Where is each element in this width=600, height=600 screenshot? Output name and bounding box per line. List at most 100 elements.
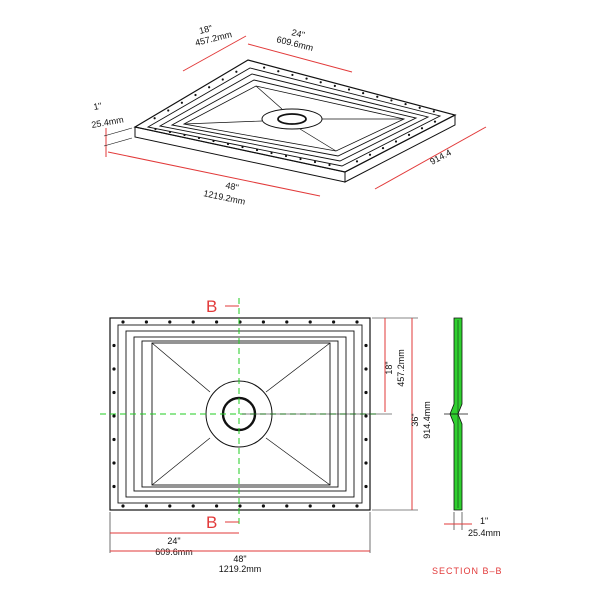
bolt-hole bbox=[433, 120, 437, 123]
section-dim-thickness-inch: 1" bbox=[480, 516, 488, 526]
bolt-hole bbox=[121, 504, 125, 508]
isometric-view: 18" 457.2mm 24" 609.6mm 1" 25.4mm 48" 12… bbox=[91, 23, 487, 207]
bolt-hole bbox=[364, 390, 368, 395]
bolt-hole bbox=[355, 320, 359, 324]
bolt-hole bbox=[332, 504, 336, 508]
bolt-hole bbox=[112, 414, 116, 418]
iso-dim-length-inch: 48" bbox=[225, 180, 240, 193]
bolt-hole bbox=[168, 504, 172, 508]
bolt-hole bbox=[390, 99, 393, 102]
bolt-hole bbox=[255, 148, 259, 152]
bolt-hole bbox=[270, 151, 273, 155]
bolt-hole bbox=[418, 106, 421, 109]
section-marker-top: B bbox=[206, 297, 217, 316]
section-title: SECTION B–B bbox=[432, 566, 503, 576]
plan-dim-depth-mm: 914.4mm bbox=[422, 401, 432, 439]
bolt-hole bbox=[154, 127, 157, 131]
iso-dim-width-mm: 914.4 bbox=[428, 147, 453, 166]
bolt-hole bbox=[291, 73, 294, 77]
bolt-hole bbox=[364, 437, 368, 442]
bolt-hole bbox=[168, 130, 172, 134]
iso-dim-length-line bbox=[107, 151, 321, 197]
bolt-hole bbox=[238, 504, 242, 508]
bolt-hole bbox=[394, 140, 398, 143]
bolt-hole bbox=[112, 461, 116, 465]
bolt-hole bbox=[144, 504, 148, 508]
bolt-hole bbox=[112, 367, 116, 371]
bolt-hole bbox=[263, 66, 266, 69]
iso-dim-depth-inch: 18" bbox=[198, 23, 213, 36]
bolt-hole bbox=[332, 320, 336, 324]
bolt-hole bbox=[355, 504, 359, 508]
bolt-hole bbox=[235, 70, 238, 73]
bolt-hole bbox=[333, 84, 336, 87]
bolt-hole bbox=[221, 78, 224, 81]
bolt-hole bbox=[194, 93, 197, 97]
bolt-hole bbox=[191, 504, 195, 508]
section-marker-bottom: B bbox=[206, 513, 217, 532]
iso-dim-width-line bbox=[374, 126, 487, 190]
bolt-hole bbox=[299, 157, 302, 161]
plan-dim-halfdepth-mm: 457.2mm bbox=[396, 349, 406, 387]
plan-dim-halfwidth-mm: 609.6mm bbox=[155, 547, 193, 557]
bolt-hole bbox=[404, 102, 407, 106]
iso-side-face bbox=[344, 114, 456, 183]
bolt-hole bbox=[180, 101, 183, 104]
bolt-hole bbox=[376, 95, 379, 98]
bolt-hole bbox=[381, 147, 385, 150]
bolt-hole bbox=[112, 343, 116, 348]
bolt-hole bbox=[368, 153, 372, 156]
plan-dim-length-inch: 48" bbox=[233, 554, 246, 564]
bolt-hole bbox=[197, 136, 201, 140]
bolt-hole bbox=[319, 81, 322, 84]
bolt-hole bbox=[364, 461, 368, 465]
bolt-hole bbox=[308, 320, 312, 324]
iso-dim-thickness-inch: 1" bbox=[93, 101, 103, 112]
section-view: 1" 25.4mm SECTION B–B bbox=[432, 317, 503, 576]
bolt-hole bbox=[305, 77, 308, 80]
bolt-hole bbox=[364, 343, 368, 348]
bolt-hole bbox=[167, 109, 170, 112]
bolt-hole bbox=[215, 320, 219, 324]
bolt-hole bbox=[313, 160, 317, 164]
iso-frame-2 bbox=[158, 73, 430, 162]
iso-bolt-holes bbox=[153, 66, 437, 167]
bolt-hole bbox=[226, 142, 230, 146]
bolt-hole bbox=[364, 414, 368, 418]
iso-dim-depth-line bbox=[182, 35, 247, 72]
bolt-hole bbox=[420, 127, 424, 130]
bolt-hole bbox=[215, 504, 219, 508]
bolt-hole bbox=[285, 504, 289, 508]
bolt-hole bbox=[212, 139, 215, 143]
bolt-hole bbox=[285, 320, 289, 324]
bolt-hole bbox=[328, 163, 331, 167]
bolt-hole bbox=[308, 504, 312, 508]
bolt-hole bbox=[355, 160, 359, 163]
plan-bolt-holes bbox=[112, 320, 368, 508]
bolt-hole bbox=[112, 437, 116, 442]
plan-dim-depth-inch: 36" bbox=[410, 413, 420, 426]
bolt-hole bbox=[183, 133, 186, 137]
iso-drain-inner bbox=[277, 113, 307, 125]
bolt-hole bbox=[362, 92, 365, 95]
bolt-hole bbox=[407, 133, 411, 136]
bolt-hole bbox=[364, 484, 368, 489]
iso-dim-thickness-mm: 25.4mm bbox=[91, 114, 125, 129]
iso-front-face bbox=[134, 126, 346, 183]
iso-frame-1 bbox=[146, 67, 442, 167]
plan-dim-length-mm: 1219.2mm bbox=[219, 564, 262, 574]
iso-frame-3 bbox=[170, 79, 418, 157]
bolt-hole bbox=[112, 390, 116, 395]
bolt-hole bbox=[241, 145, 244, 149]
bolt-hole bbox=[347, 88, 351, 91]
bolt-hole bbox=[261, 320, 265, 324]
bolt-hole bbox=[277, 70, 280, 73]
bolt-hole bbox=[208, 86, 211, 89]
section-dim-thickness-mm: 25.4mm bbox=[468, 528, 501, 538]
plan-dim-halfwidth-inch: 24" bbox=[167, 536, 180, 546]
iso-dim-length-mm: 1219.2mm bbox=[203, 188, 247, 207]
plan-dim-halfdepth-inch: 18" bbox=[384, 361, 394, 374]
bolt-hole bbox=[261, 504, 265, 508]
bolt-hole bbox=[191, 320, 195, 324]
bolt-hole bbox=[364, 367, 368, 371]
